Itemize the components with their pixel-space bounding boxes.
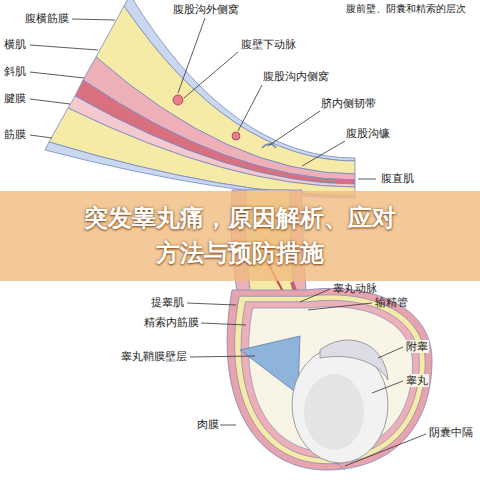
banner-title-text: 突发睾丸痛，原因解析、应对 方法与预防措施 (75, 201, 405, 271)
illustration-shape (300, 289, 330, 302)
part-label: 腹前壁、阴囊和精索的层次 (345, 3, 467, 15)
illustration-shape (240, 336, 300, 394)
part-label: 斜肌 (3, 65, 27, 78)
part-label: 腹横筋膜 (24, 12, 70, 25)
illustration-shape (187, 303, 236, 305)
part-label: 腹壁下动脉 (240, 38, 297, 51)
part-label: 输精管 (374, 296, 409, 309)
illustration-shape (304, 374, 364, 450)
part-label: 附睾 (405, 340, 429, 353)
part-label: 肉膜 (196, 418, 220, 431)
illustration-shape (235, 295, 426, 464)
illustration-shape (30, 135, 52, 138)
part-label: 睾丸动脉 (332, 282, 378, 295)
illustration-shape (220, 425, 236, 426)
part-label: 筋膜 (3, 128, 27, 141)
illustration-shape (335, 462, 345, 470)
illustration-shape (302, 141, 345, 166)
part-label: 睾丸鞘膜壁层 (120, 350, 188, 363)
illustration-shape (249, 307, 413, 452)
illustration-shape (268, 111, 320, 146)
illustration-shape (45, 142, 355, 198)
illustration-shape (72, 19, 115, 20)
part-label: 睾丸 (405, 374, 429, 387)
illustration-shape (320, 340, 388, 380)
part-label: 腹股沟镰 (345, 127, 391, 140)
scrotum (227, 288, 432, 470)
part-label: 腱膜 (3, 92, 27, 105)
illustration-shape (238, 85, 262, 131)
part-label: 横肌 (3, 38, 27, 51)
illustration-shape (241, 300, 419, 458)
illustration-shape (345, 434, 426, 466)
part-label: 精索内筋膜 (143, 316, 200, 329)
part-label: 腹股沟外侧窝 (172, 3, 240, 16)
illustration-shape (227, 288, 432, 470)
illustration-shape (178, 18, 205, 93)
illustration-shape (30, 72, 84, 78)
illustration-shape (235, 295, 426, 464)
abdominal-wall-layers (45, 0, 355, 198)
illustration-shape (358, 179, 376, 180)
illustration-shape (308, 303, 372, 310)
part-label: 腹直肌 (380, 172, 415, 185)
illustration-shape (232, 132, 240, 140)
part-label: 阴囊中隔 (428, 426, 474, 439)
illustration-shape (241, 300, 419, 458)
part-label: 腹股沟内侧窝 (262, 70, 330, 83)
illustration-shape (372, 381, 403, 393)
illustration-shape (173, 95, 183, 105)
illustration-shape (249, 307, 413, 452)
illustration-shape (30, 99, 70, 104)
illustration-shape (30, 45, 98, 50)
title-banner: 突发睾丸痛，原因解析、应对 方法与预防措施 (0, 191, 480, 281)
illustration-shape (378, 347, 403, 358)
part-label: 脐内侧韧带 (320, 97, 377, 110)
illustration-shape (190, 356, 255, 357)
illustration-shape (262, 144, 276, 148)
part-label: 提睾肌 (150, 296, 185, 309)
illustration-shape (184, 52, 238, 98)
illustration-shape (201, 323, 246, 325)
